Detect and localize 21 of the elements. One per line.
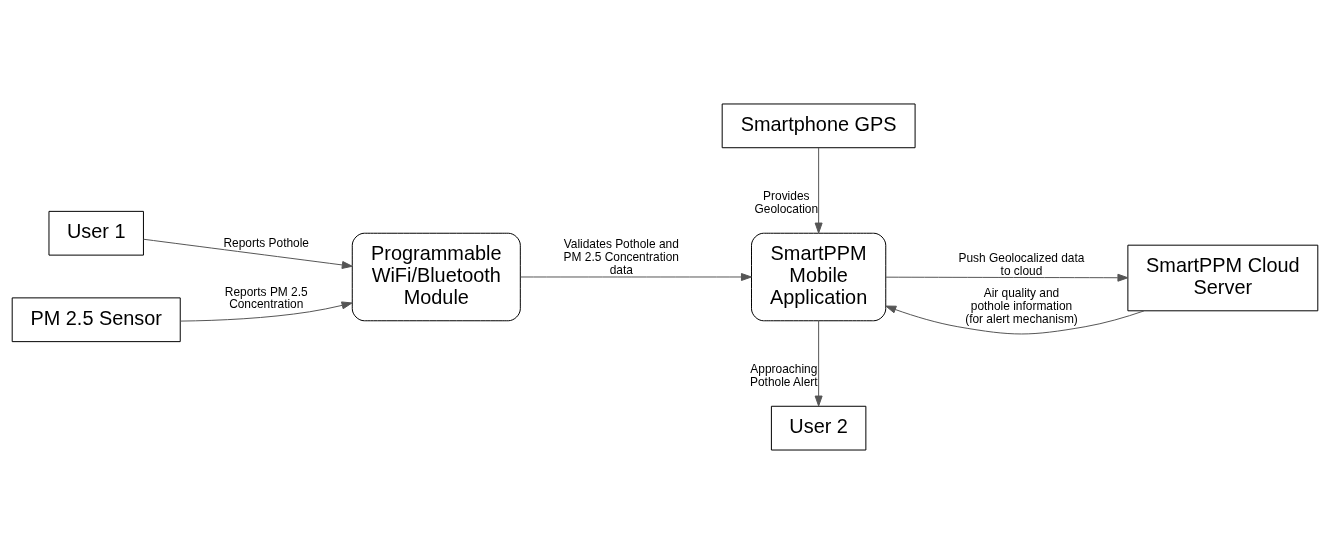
arrow xyxy=(885,305,1145,334)
node-box: Smartphone GPS xyxy=(721,103,916,148)
node-box: SmartPPM Mobile Application xyxy=(751,232,887,321)
edge-label: Reports PM 2.5 Concentration xyxy=(224,284,308,311)
node-box: User 2 xyxy=(770,405,867,450)
node-box: PM 2.5 Sensor xyxy=(11,296,181,342)
node-box: Programmable WiFi/Bluetooth Module xyxy=(351,232,521,321)
arrow xyxy=(143,238,353,269)
arrow xyxy=(814,147,823,233)
edge-label: Provides Geolocation xyxy=(754,188,819,216)
edge-label: Air quality and pothole information (for alert mechanism) xyxy=(965,285,1078,326)
arrow xyxy=(520,272,752,281)
arrow xyxy=(179,300,353,322)
edge-label: Approaching Pothole Alert xyxy=(750,361,818,389)
edge-label: Push Geolocalized data to cloud xyxy=(958,250,1085,278)
edge-label: Reports Pothole xyxy=(223,235,309,250)
arrow xyxy=(814,319,823,406)
arrow xyxy=(885,273,1129,282)
node-box: User 1 xyxy=(48,210,144,256)
edge-label: Validates Pothole and PM 2.5 Concentration data xyxy=(563,236,679,277)
node-box: SmartPPM Cloud Server xyxy=(1127,244,1319,311)
